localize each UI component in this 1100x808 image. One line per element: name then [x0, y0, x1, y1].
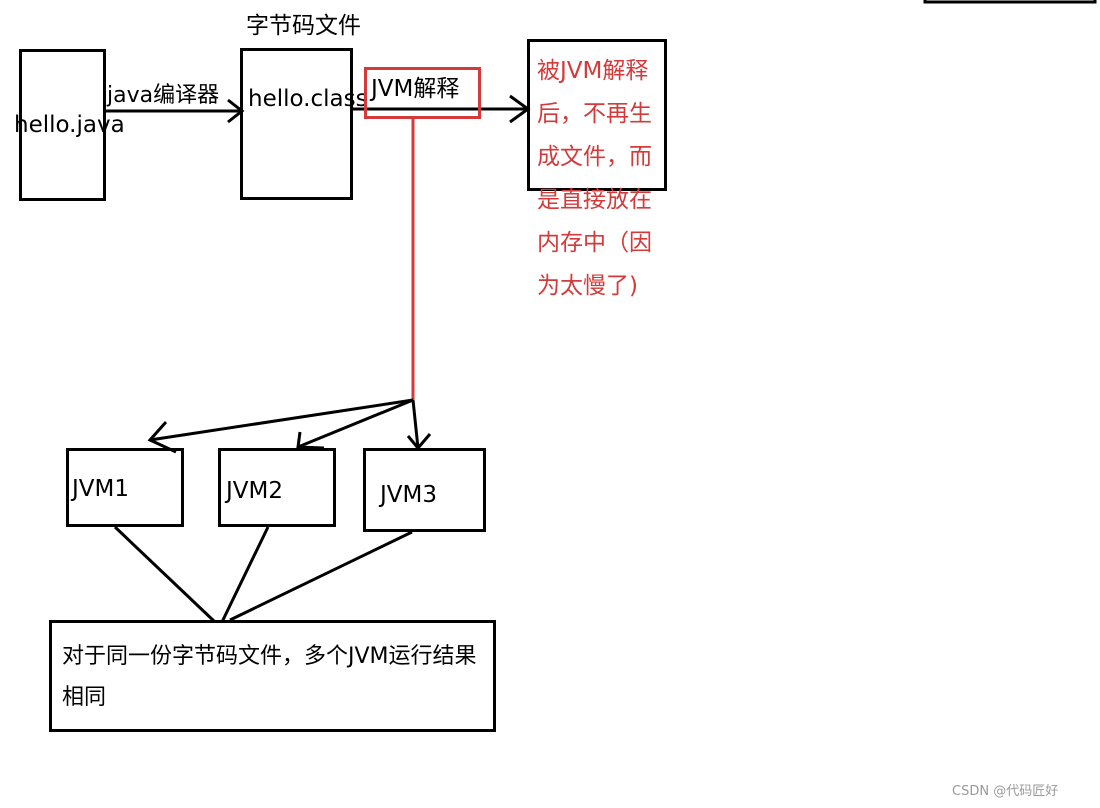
- partial-box-top-right: [923, 0, 1097, 4]
- jvm-interpret-label: JVM解释: [371, 76, 460, 102]
- hello-java-box: [19, 49, 106, 201]
- red-note-line-4: 是直接放在: [537, 187, 652, 213]
- hello-class-label: hello.class: [248, 86, 368, 112]
- java-compiler-label: java编译器: [107, 83, 220, 108]
- red-note-line-6: 为太慢了): [537, 273, 638, 299]
- red-note-line-2: 后，不再生: [537, 101, 652, 127]
- hello-class-box: [240, 48, 353, 200]
- arrow-to-jvm1: [147, 398, 414, 454]
- lines-to-conclusion: [113, 525, 413, 624]
- jvm1-box: [66, 448, 184, 527]
- jvm1-label: JVM1: [72, 476, 129, 502]
- jvm-interpret-box: [364, 67, 481, 119]
- arrow-to-jvm3: [406, 399, 432, 451]
- hello-java-label: hello.java: [14, 112, 125, 138]
- jvm2-label: JVM2: [226, 478, 283, 504]
- jvm3-label: JVM3: [380, 482, 437, 508]
- red-note-box: [527, 39, 667, 191]
- conclusion-box: [49, 620, 496, 732]
- jvm3-box: [363, 448, 486, 532]
- red-note-line-3: 成文件，而: [537, 144, 652, 170]
- watermark: CSDN @代码匠好: [952, 784, 1059, 799]
- red-note-line-5: 内存中（因: [537, 230, 652, 256]
- conclusion-text: 对于同一份字节码文件，多个JVM运行结果相同: [62, 644, 477, 710]
- arrow-to-jvm2: [296, 398, 414, 450]
- jvm2-box: [218, 448, 336, 527]
- bytecode-file-label: 字节码文件: [246, 13, 361, 39]
- red-note-text: 被JVM解释 后，不再生 成文件，而 是直接放在 内存中（因 为太慢了): [537, 50, 707, 308]
- red-note-line-1: 被JVM解释: [537, 58, 649, 84]
